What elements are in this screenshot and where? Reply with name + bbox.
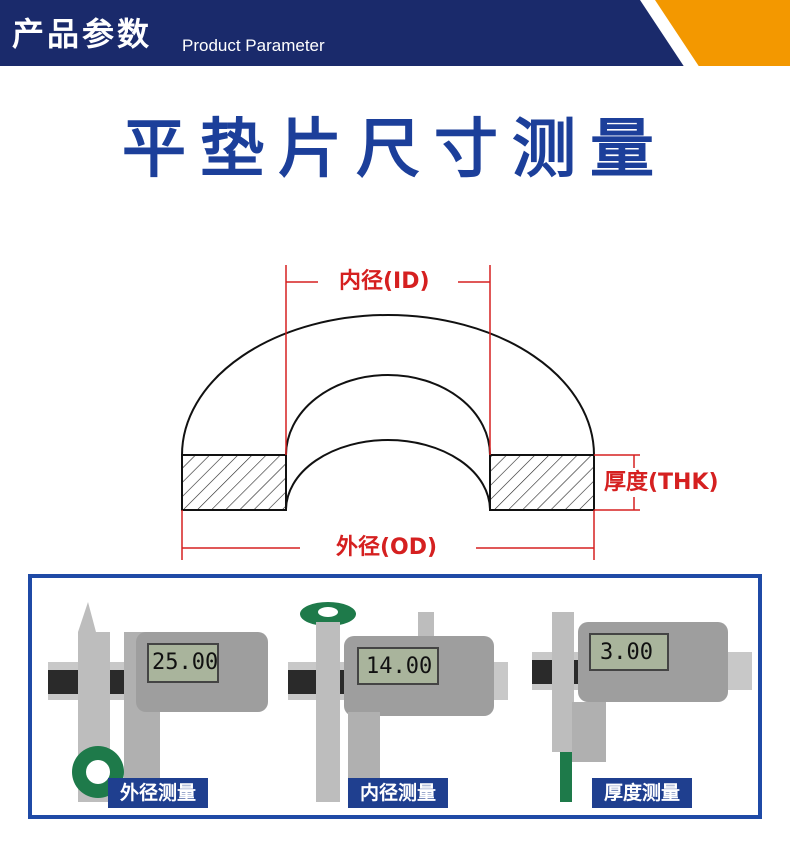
caption-thickness: 厚度测量 <box>591 778 693 808</box>
washer-diagram: 内径(ID) 外径(OD) 厚度(THK) <box>0 240 790 570</box>
photo-thickness: 3.00 厚度测量 <box>532 592 752 808</box>
caliper-illustration <box>532 612 752 802</box>
caliper-illustration <box>288 602 508 802</box>
washer-drawing <box>181 265 640 560</box>
page-title: 平垫片尺寸测量 <box>122 113 668 187</box>
caption-inner-diameter: 内径测量 <box>347 778 449 808</box>
caliper-reading: 3.00 <box>600 640 653 665</box>
header-banner: 产品参数 Product Parameter <box>0 0 790 68</box>
photo-outer-diameter: 25.00 外径测量 <box>48 592 268 808</box>
banner-background <box>0 0 790 68</box>
thickness-label: 厚度(THK) <box>604 470 719 495</box>
inner-diameter-label: 内径(ID) <box>339 269 430 294</box>
banner-subtitle: Product Parameter <box>182 36 325 55</box>
measurement-photos-panel: 25.00 外径测量 14.00 内径测量 3.00 厚 <box>28 574 762 819</box>
photo-inner-diameter: 14.00 内径测量 <box>288 592 508 808</box>
caption-outer-diameter: 外径测量 <box>107 778 209 808</box>
caliper-reading: 14.00 <box>366 654 433 679</box>
banner-title: 产品参数 <box>12 15 153 53</box>
caliper-illustration <box>48 602 268 802</box>
outer-diameter-label: 外径(OD) <box>336 535 438 560</box>
caliper-reading: 25.00 <box>152 650 219 675</box>
